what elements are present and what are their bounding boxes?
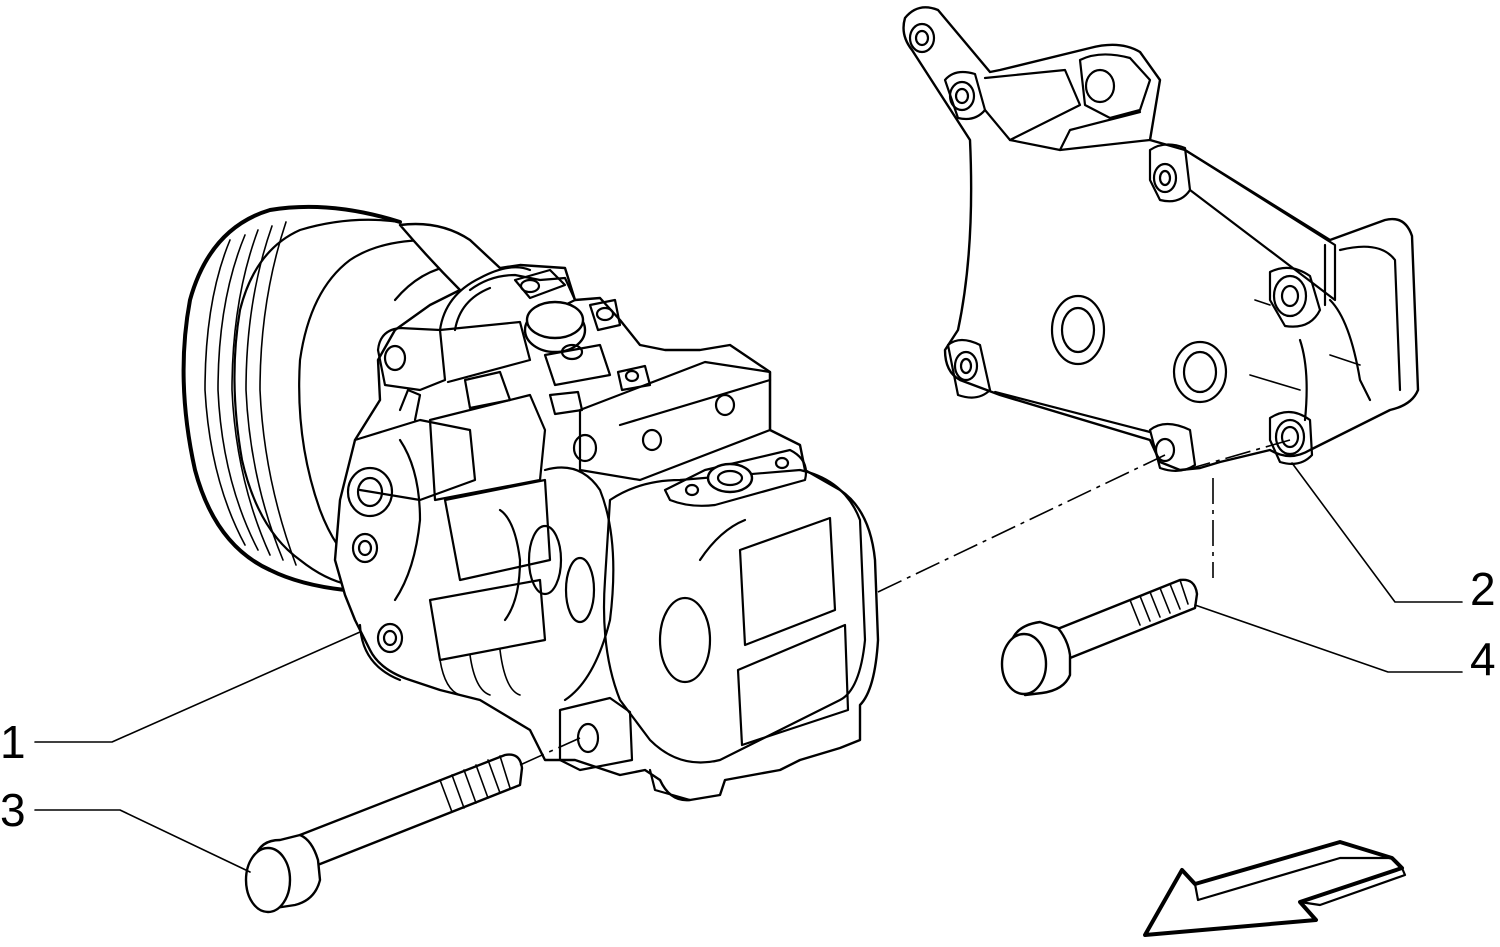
ac-compressor (181, 204, 880, 802)
short-bolt (1000, 578, 1199, 697)
callout-4: 4 (1470, 633, 1496, 685)
callout-labels: 1 3 2 4 (0, 563, 1496, 836)
direction-arrow-icon (1143, 840, 1407, 937)
callout-2: 2 (1470, 563, 1496, 615)
long-bolt (244, 753, 524, 914)
callout-1: 1 (0, 716, 26, 768)
leader-lines (34, 462, 1463, 873)
assembly-lines (519, 439, 1291, 766)
mounting-bracket (902, 6, 1420, 472)
callout-3: 3 (0, 784, 26, 836)
